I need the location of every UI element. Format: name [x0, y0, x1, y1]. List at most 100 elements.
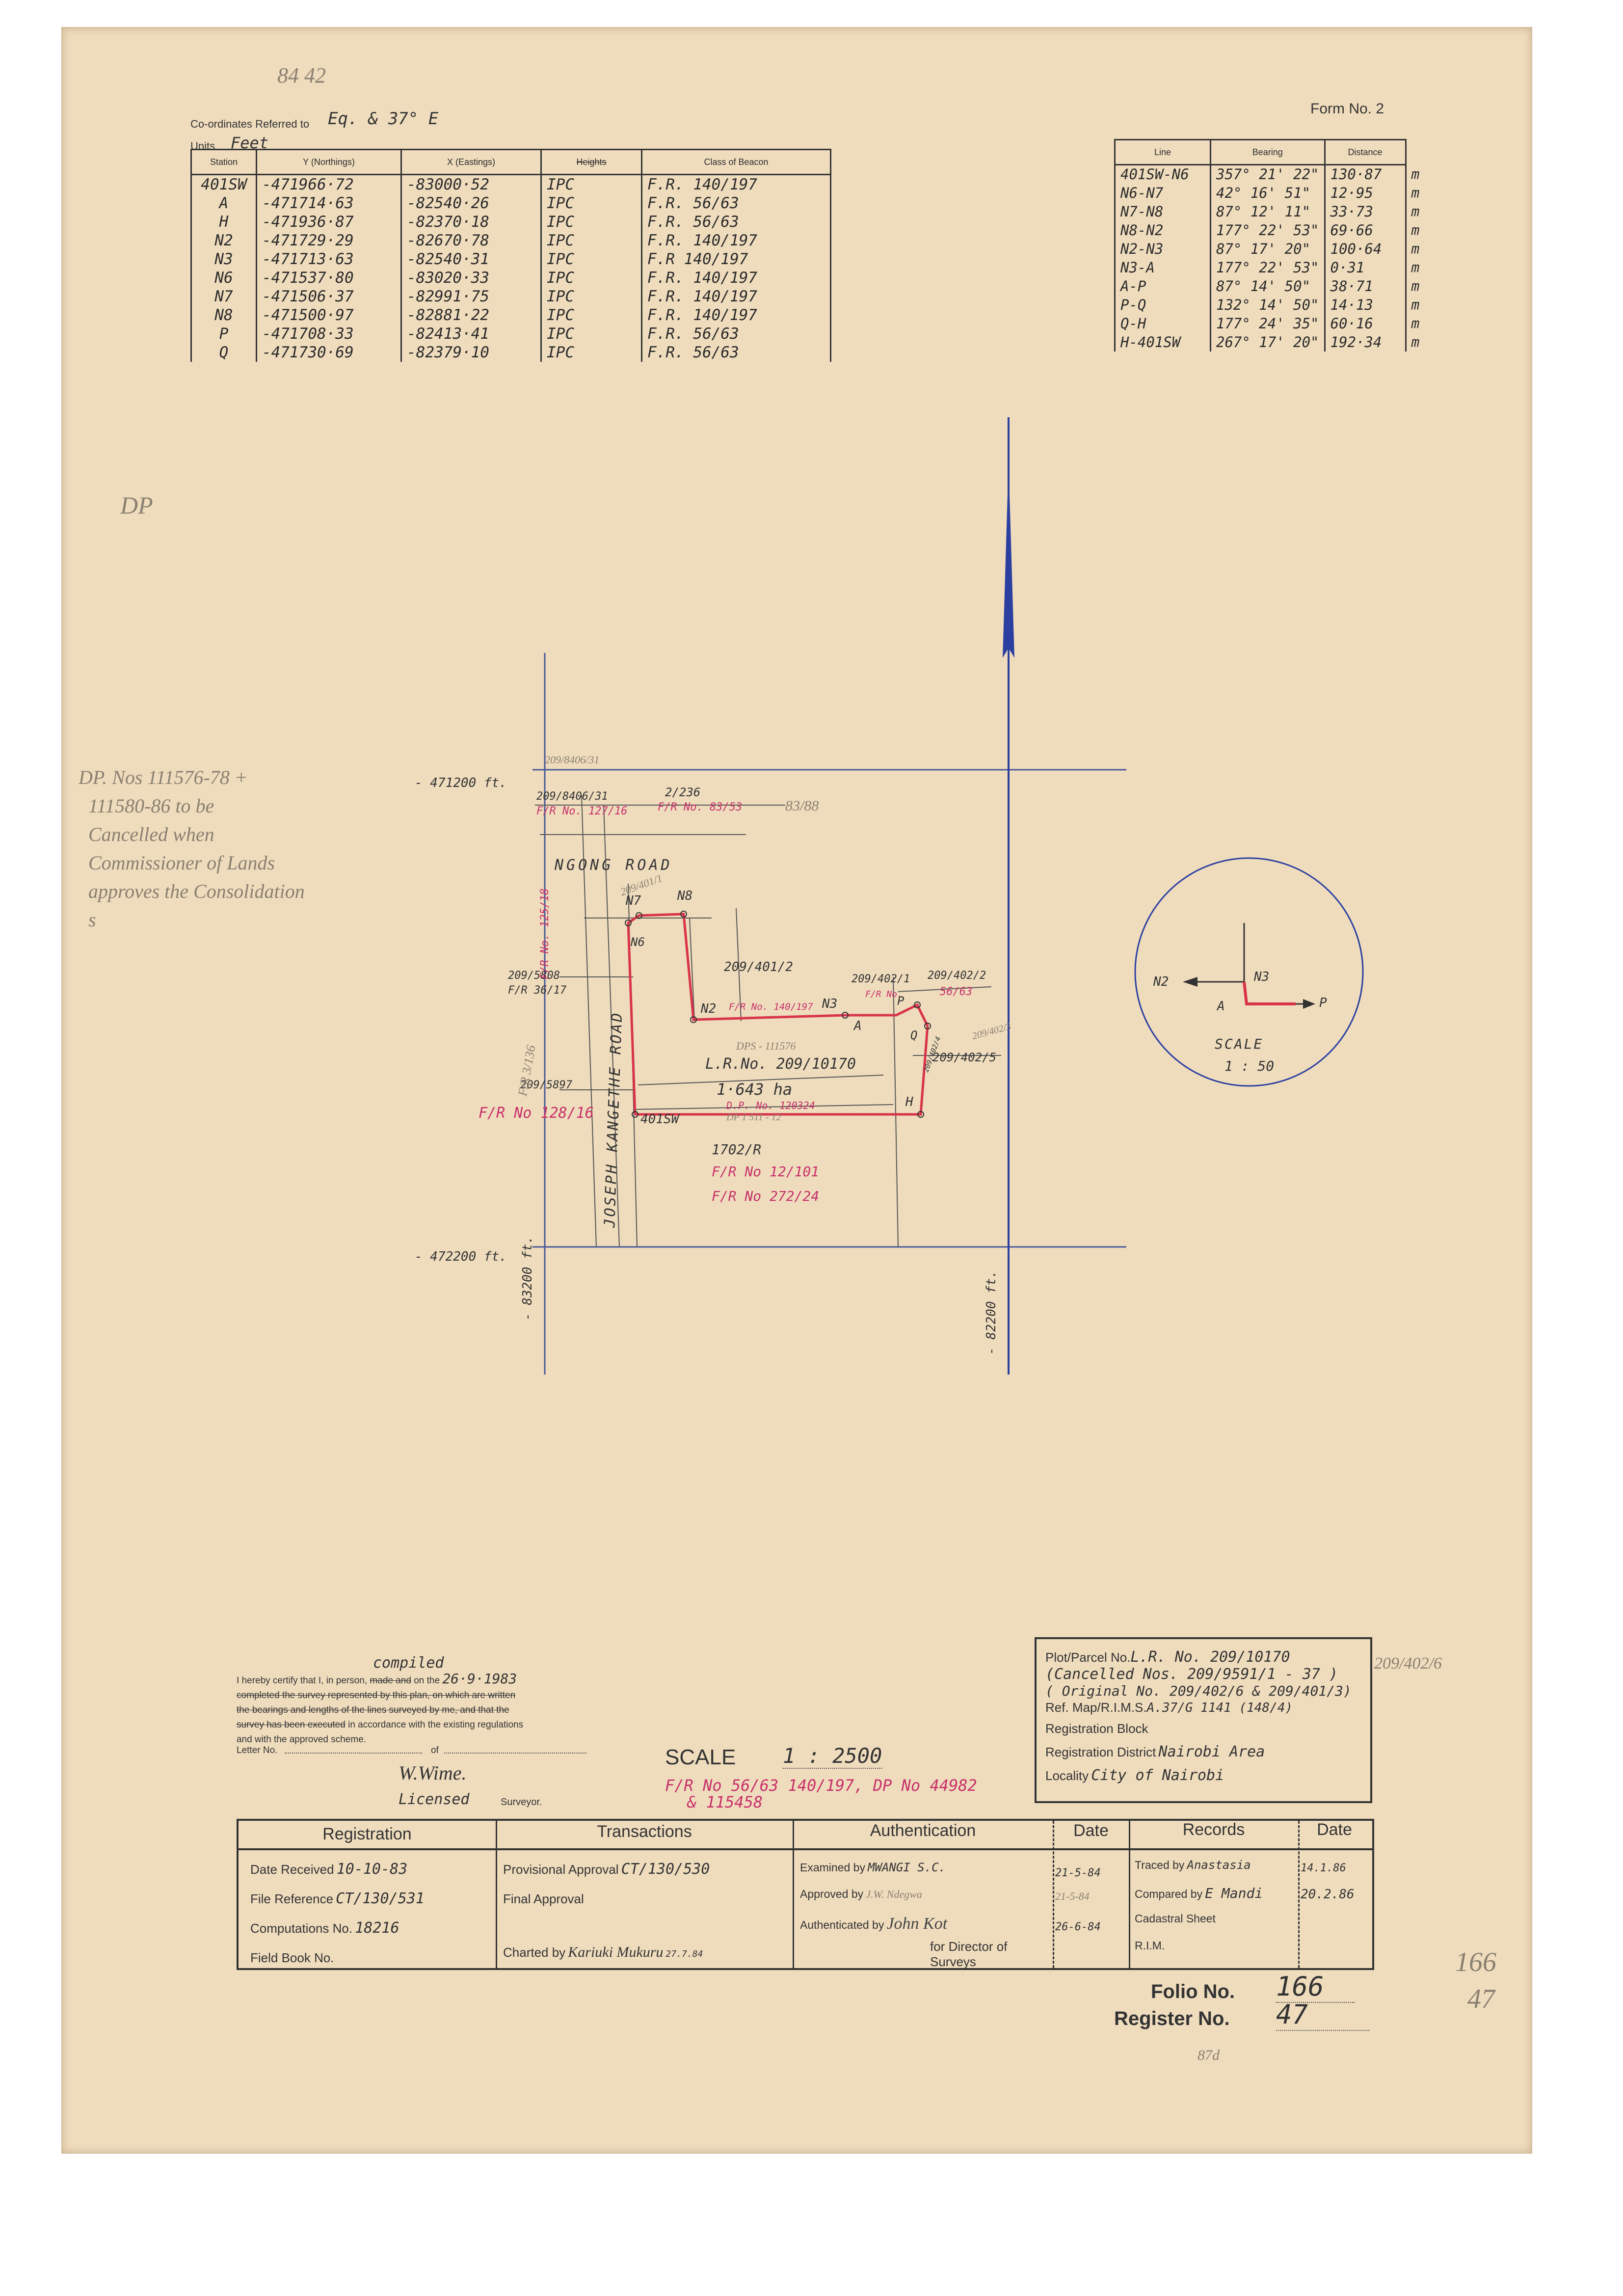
table-divider	[1053, 1821, 1054, 1968]
unit-cell: m	[1411, 259, 1420, 275]
cancel-note-line: s	[88, 909, 96, 931]
station-cell: P	[190, 324, 257, 343]
beacon-class-cell: F.R 140/197	[641, 250, 831, 269]
plot-parcel-label: Plot/Parcel No.	[1045, 1650, 1131, 1665]
traced-by-label: Traced by	[1135, 1859, 1185, 1871]
file-reference-value: CT/130/531	[336, 1890, 425, 1907]
cancel-note-line: Commissioner of Lands	[88, 852, 275, 874]
line-cell: A-P	[1114, 276, 1211, 296]
file-reference-label: File Reference	[250, 1891, 334, 1906]
joseph-kangethe-road-edge	[581, 795, 597, 1247]
parcel-label: 1702/R	[712, 1141, 762, 1158]
northing-cell: -471966·72	[256, 174, 402, 194]
inset-label: A	[1217, 999, 1225, 1014]
line-cell: P-Q	[1114, 295, 1211, 314]
header-date: Date	[1073, 1821, 1109, 1840]
plot-parcel-value: L.R. No. 209/10170	[1130, 1648, 1290, 1666]
line-cell: H-401SW	[1114, 332, 1211, 351]
northing-cell: -471729·29	[256, 231, 402, 250]
fr-label: F/R No 12/101	[712, 1163, 820, 1180]
cancel-note-line: Cancelled when	[88, 823, 214, 845]
unit-cell: m	[1411, 240, 1420, 257]
parcel-boundary	[627, 913, 929, 1116]
distance-cell: 69·66	[1324, 220, 1407, 240]
station-label: N8	[677, 889, 693, 903]
col-station: Station	[190, 149, 257, 175]
parcel-label: 2/236	[665, 785, 701, 799]
scale-value: 1 : 2500	[783, 1744, 882, 1769]
pencil-parcel-label: 83/88	[785, 798, 819, 814]
bearing-cell: 132° 14' 50"	[1210, 295, 1326, 314]
cert-text: on the	[414, 1675, 440, 1686]
bearing-cell: 177° 22' 53"	[1210, 220, 1326, 240]
pencil-dps-label: DPS - 111576	[736, 1040, 796, 1052]
easting-cell: -82881·22	[400, 306, 542, 324]
scale-label: SCALE	[665, 1745, 736, 1769]
of-label: of	[431, 1745, 439, 1756]
line-cell: N7-N8	[1114, 202, 1211, 221]
approved-date: 21-5-84	[1055, 1890, 1090, 1902]
examined-date: 21-5-84	[1055, 1867, 1101, 1879]
beacon-cell: IPC	[540, 213, 642, 231]
director-of-surveys-label: for Director of Surveys	[930, 1939, 1008, 1969]
inset-red-line	[1243, 981, 1296, 1005]
coord-referred-value: Eq. & 37° E	[328, 109, 439, 129]
station-label: Q	[910, 1028, 918, 1042]
authenticated-date: 26-6-84	[1055, 1921, 1101, 1933]
bearing-cell: 357° 21' 22"	[1210, 164, 1326, 184]
fr-label: F/R 36/17	[508, 984, 567, 997]
station-cell: H	[190, 213, 257, 231]
distance-cell: 33·73	[1324, 202, 1407, 221]
cert-text: and with the approved scheme.	[237, 1734, 367, 1745]
col-bearing: Bearing	[1210, 139, 1326, 165]
inset-label: N2	[1153, 974, 1169, 989]
parcel-label: 209/401/2	[724, 960, 793, 974]
distance-cell: 38·71	[1324, 276, 1407, 296]
northing-cell: -471714·63	[256, 194, 402, 213]
traced-date: 14.1.86	[1301, 1862, 1346, 1874]
beacon-class-cell: F.R. 140/197	[641, 287, 831, 306]
beacon-cell: IPC	[540, 194, 642, 213]
line-cell: N6-N7	[1114, 183, 1211, 202]
station-cell: N2	[190, 231, 257, 250]
unit-cell: m	[1411, 203, 1420, 219]
station-cell: A	[190, 194, 257, 213]
locality-label: Locality	[1045, 1768, 1089, 1783]
station-label: N6	[631, 935, 645, 949]
cert-text-struck: made and	[370, 1675, 411, 1686]
table-divider	[1129, 1821, 1130, 1968]
unit-cell: m	[1411, 315, 1420, 331]
plot-box-content: Plot/Parcel No.L.R. No. 209/10170 (Cance…	[1045, 1648, 1364, 1786]
date-received-label: Date Received	[250, 1862, 334, 1877]
parcel-label: 209/5808	[508, 970, 560, 982]
authenticated-by-label: Authenticated by	[800, 1918, 884, 1931]
station-label: P	[897, 994, 905, 1008]
scale-fr-note: F/R No 56/63 140/197, DP No 44982	[665, 1776, 977, 1795]
grid-label-82200: - 82200 ft.	[984, 1270, 999, 1355]
parcel-line	[736, 908, 742, 1022]
grid-label-83200: - 83200 ft.	[520, 1236, 535, 1321]
bearing-cell: 42° 16' 51"	[1210, 183, 1326, 202]
bearing-cell: 87° 12' 11"	[1210, 202, 1326, 221]
cancel-note-line: DP. Nos 111576-78 +	[79, 766, 248, 788]
easting-cell: -82370·18	[400, 213, 542, 231]
letter-no-label: Letter No.	[237, 1745, 278, 1756]
northing-cell: -471500·97	[256, 306, 402, 324]
compared-by-value: E Mandi	[1205, 1885, 1263, 1901]
easting-cell: -83000·52	[400, 174, 542, 194]
col-heights: Heights	[540, 149, 642, 175]
compiled-note: compiled	[373, 1654, 444, 1672]
surveyor-certificate: I hereby certify that I, in person, made…	[237, 1672, 590, 1747]
grid-label-472200: - 472200 ft.	[415, 1249, 507, 1264]
distance-cell: 130·87	[1324, 164, 1407, 184]
